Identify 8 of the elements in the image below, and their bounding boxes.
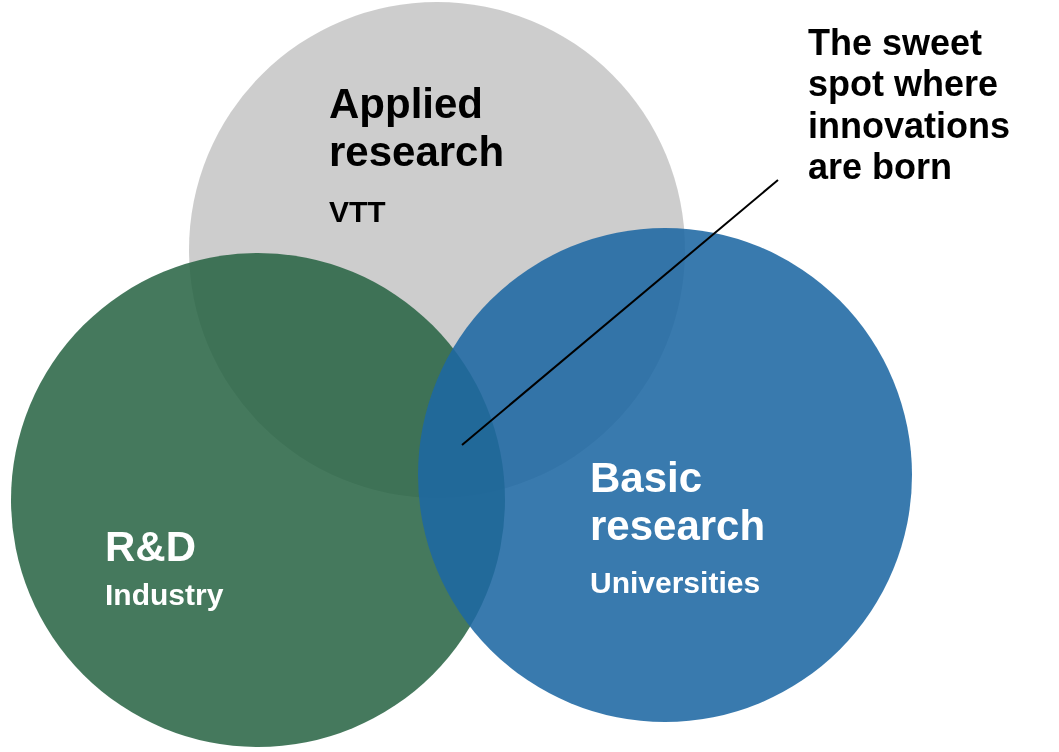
- circle-title: R&D: [105, 523, 196, 572]
- circle-title: Applied research: [329, 80, 506, 177]
- leader-line: [461, 179, 779, 446]
- circle-title: Basic research: [590, 454, 767, 551]
- callout-text: The sweet spot where innovations are born: [808, 22, 1011, 188]
- circle-subtitle: Universities: [590, 566, 761, 601]
- circle-subtitle: Industry: [105, 578, 224, 613]
- circle-subtitle: VTT: [329, 195, 386, 230]
